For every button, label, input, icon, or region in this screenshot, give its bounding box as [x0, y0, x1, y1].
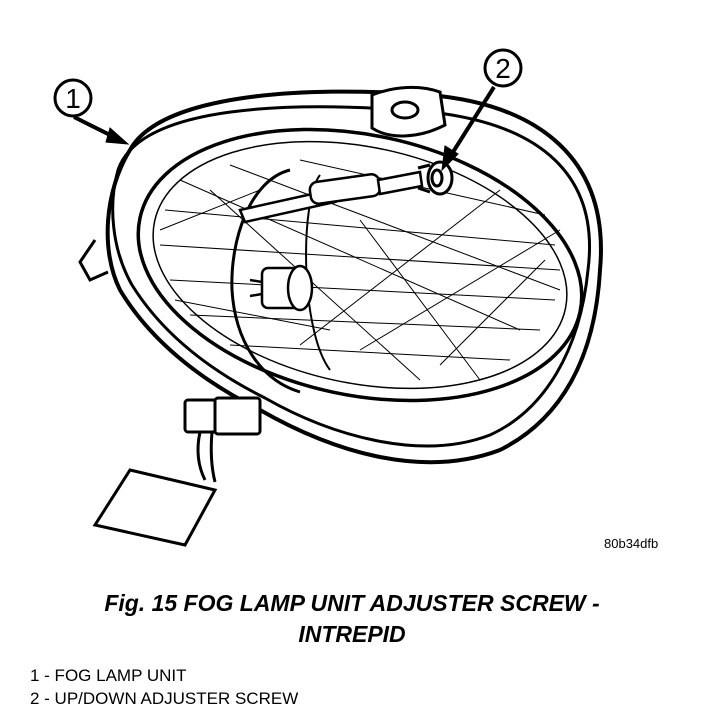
adjuster-screw: [417, 160, 454, 196]
mounting-hole: [390, 100, 420, 120]
reflector-arc: [230, 168, 301, 394]
legend: 1 - FOG LAMP UNIT 2 - UP/DOWN ADJUSTER S…: [30, 664, 298, 710]
bulb: [249, 264, 314, 312]
figure-caption-line1: Fig. 15 FOG LAMP UNIT ADJUSTER SCREW -: [104, 590, 600, 616]
figure-reference-id: 80b34dfb: [604, 536, 659, 551]
adjuster-rod: [238, 170, 424, 224]
figure-caption-line2: INTREPID: [298, 621, 406, 647]
mounting-tab-left: [78, 239, 109, 282]
fog-lamp-diagram: 1 2: [53, 48, 603, 547]
lamp-lens-inner: [152, 140, 568, 390]
wire-connector: [183, 396, 262, 483]
legend-item: 2 - UP/DOWN ADJUSTER SCREW: [30, 689, 299, 708]
callout-1: 1: [53, 78, 130, 145]
callout-1-label: 1: [65, 83, 81, 114]
wire-harness: [92, 468, 218, 547]
callout-2: 2: [441, 48, 523, 172]
lamp-lens: [136, 127, 584, 403]
legend-item: 1 - FOG LAMP UNIT: [30, 666, 187, 685]
callout-2-label: 2: [495, 53, 511, 84]
lamp-housing-outer: [105, 89, 603, 465]
